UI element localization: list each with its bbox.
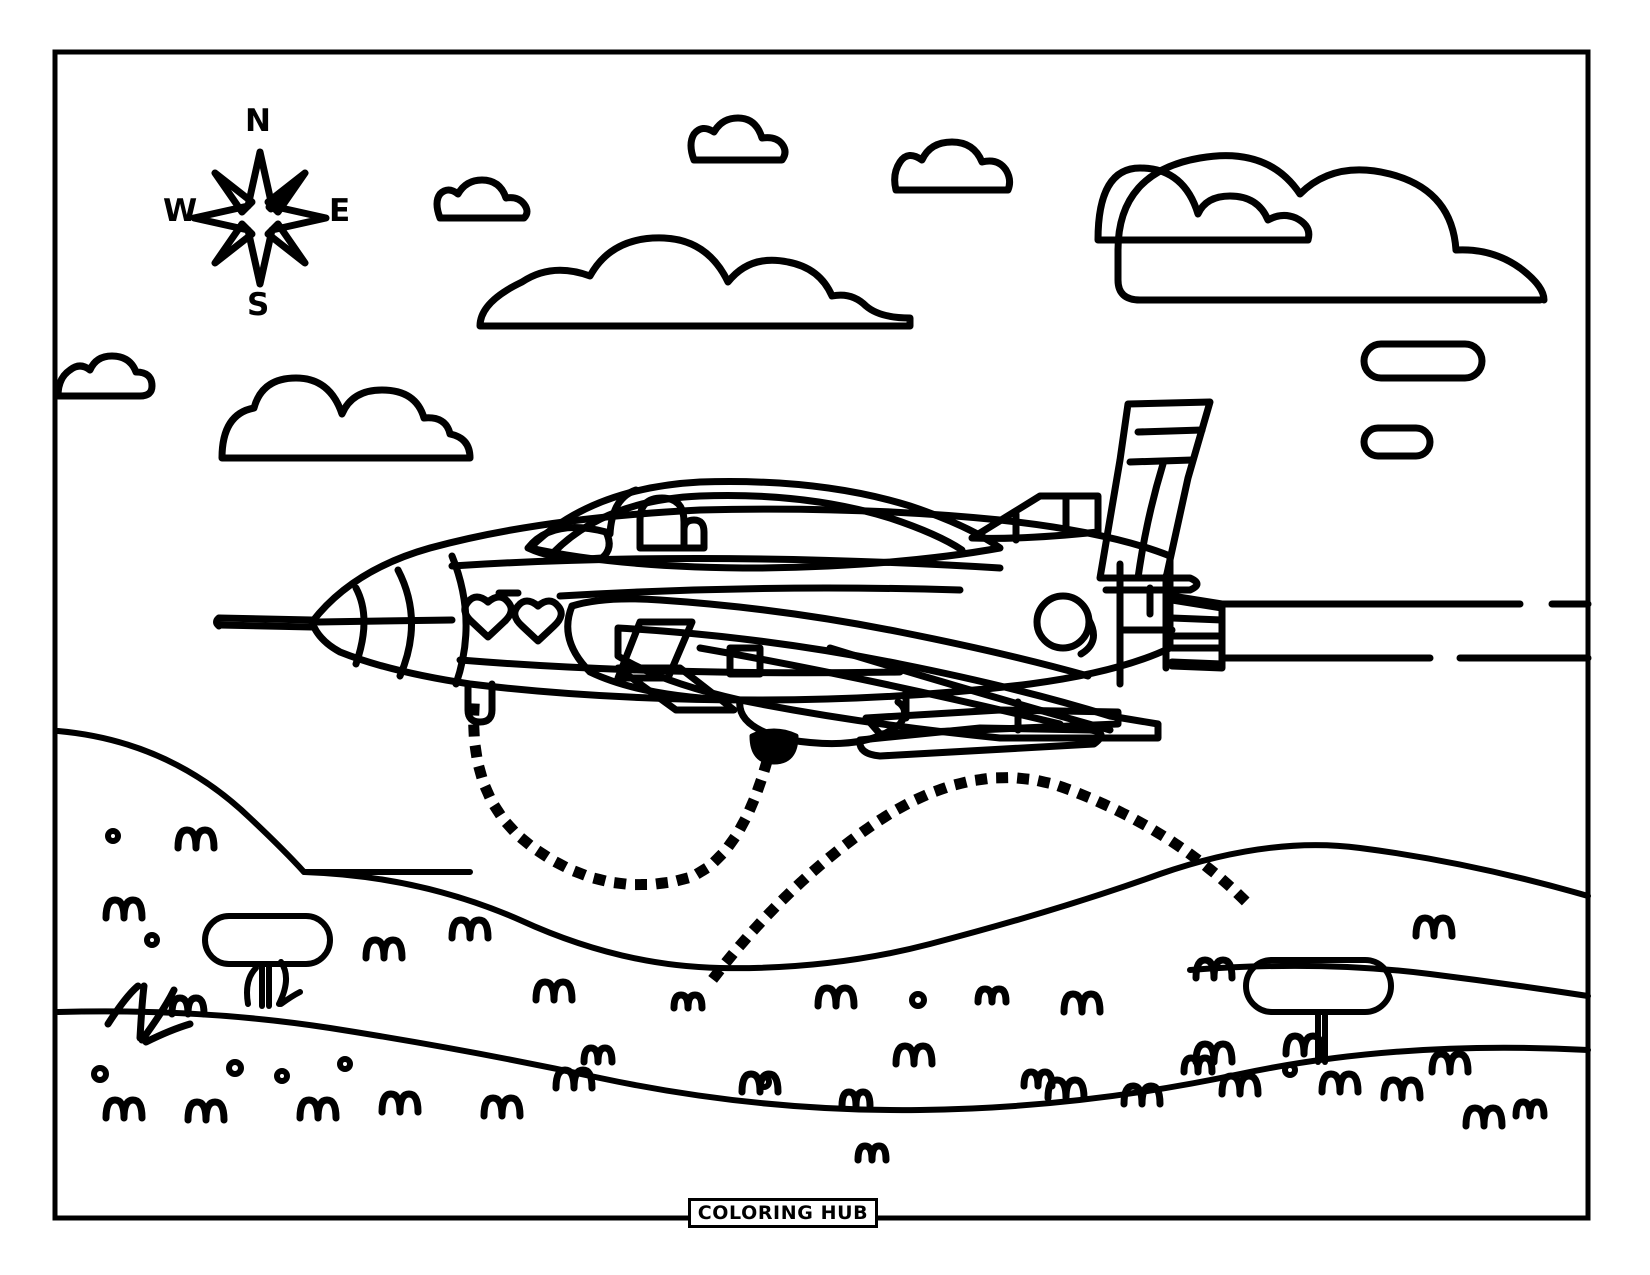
compass-ray-ne xyxy=(264,169,309,216)
nose-panel-1 xyxy=(352,584,368,668)
ground-pebbles xyxy=(91,828,1298,1090)
nozzle-cone xyxy=(1168,592,1226,672)
pilot-figure xyxy=(636,494,688,552)
canopy-windshield xyxy=(524,524,613,563)
flight-path-arc-right xyxy=(708,772,1262,983)
compass-star-primary xyxy=(190,148,330,288)
air-intake xyxy=(568,595,1092,680)
cloud-large-center xyxy=(476,234,914,330)
vstab-stripe-2 xyxy=(1126,456,1196,466)
compass-label-west: W xyxy=(163,193,198,229)
hill-ridge-right xyxy=(1187,962,1591,999)
flight-path-arc-left xyxy=(468,703,779,891)
hill-front xyxy=(55,1008,1591,1114)
compass-ray-nw xyxy=(211,169,256,216)
pitot-probe xyxy=(215,614,316,624)
nose-panel-midline-fwd xyxy=(314,616,456,626)
watermark-label: COLORING HUB xyxy=(688,1198,878,1228)
horizontal-stabilizer xyxy=(856,724,1105,760)
underwing-plate xyxy=(862,706,1122,738)
fighter-jet xyxy=(213,398,1592,765)
dorsal-fin xyxy=(968,492,1102,542)
compass-label-north: N xyxy=(245,103,271,139)
compass-ray-sw xyxy=(211,220,256,267)
nozzle-outer xyxy=(1168,596,1226,668)
cockpit-canopy xyxy=(526,478,1004,572)
canard-fin xyxy=(614,664,738,714)
grass-blade-cluster xyxy=(104,982,194,1046)
canopy-divider xyxy=(606,486,640,538)
roundel-circle xyxy=(1033,592,1093,652)
rear-spine xyxy=(1102,574,1201,594)
tree-left-base-grass xyxy=(244,959,303,1007)
cloud-small-upper-right xyxy=(891,138,1014,194)
flight-path xyxy=(468,703,1262,983)
square-hatch xyxy=(726,644,764,678)
wing-inner-line-2 xyxy=(826,644,1114,734)
heart-decal-left xyxy=(461,593,515,641)
cloud-right-front xyxy=(1094,164,1313,244)
cloud-medium-left xyxy=(218,374,474,462)
hill-back-left xyxy=(55,728,473,875)
cloud-small-mid-left xyxy=(433,176,531,222)
vstab-inner-edge xyxy=(1134,460,1167,582)
drop-tank-fill xyxy=(749,728,799,765)
cloud-large-right-tail xyxy=(1452,246,1548,304)
cloud-small-top-left-edge xyxy=(54,352,156,400)
cloud-large-right-back xyxy=(1114,152,1460,254)
hill-mid xyxy=(301,842,1591,972)
fuselage-upper-line xyxy=(448,554,1004,572)
ground-vegetation xyxy=(102,826,1548,1164)
fuselage-mid-line xyxy=(556,584,964,600)
air-intake-lower xyxy=(564,602,734,704)
pilot-visor xyxy=(680,516,708,552)
compass-ray-se xyxy=(264,220,309,267)
pill-cloud-small xyxy=(1360,424,1434,460)
pill-cloud-large xyxy=(1360,340,1486,382)
compass-label-south: S xyxy=(247,287,270,323)
vstab-stripe-1 xyxy=(1134,426,1206,436)
tree-left-canopy xyxy=(202,913,333,967)
antenna xyxy=(464,680,496,726)
cloud-large-right-base xyxy=(1114,246,1544,304)
compass-label-east: E xyxy=(329,193,351,229)
window-slot xyxy=(614,618,696,682)
heart-decal-right xyxy=(511,597,565,645)
roundel-swoosh xyxy=(1077,616,1097,658)
cloud-small-top-center xyxy=(687,114,789,164)
compass-rose xyxy=(190,148,330,288)
